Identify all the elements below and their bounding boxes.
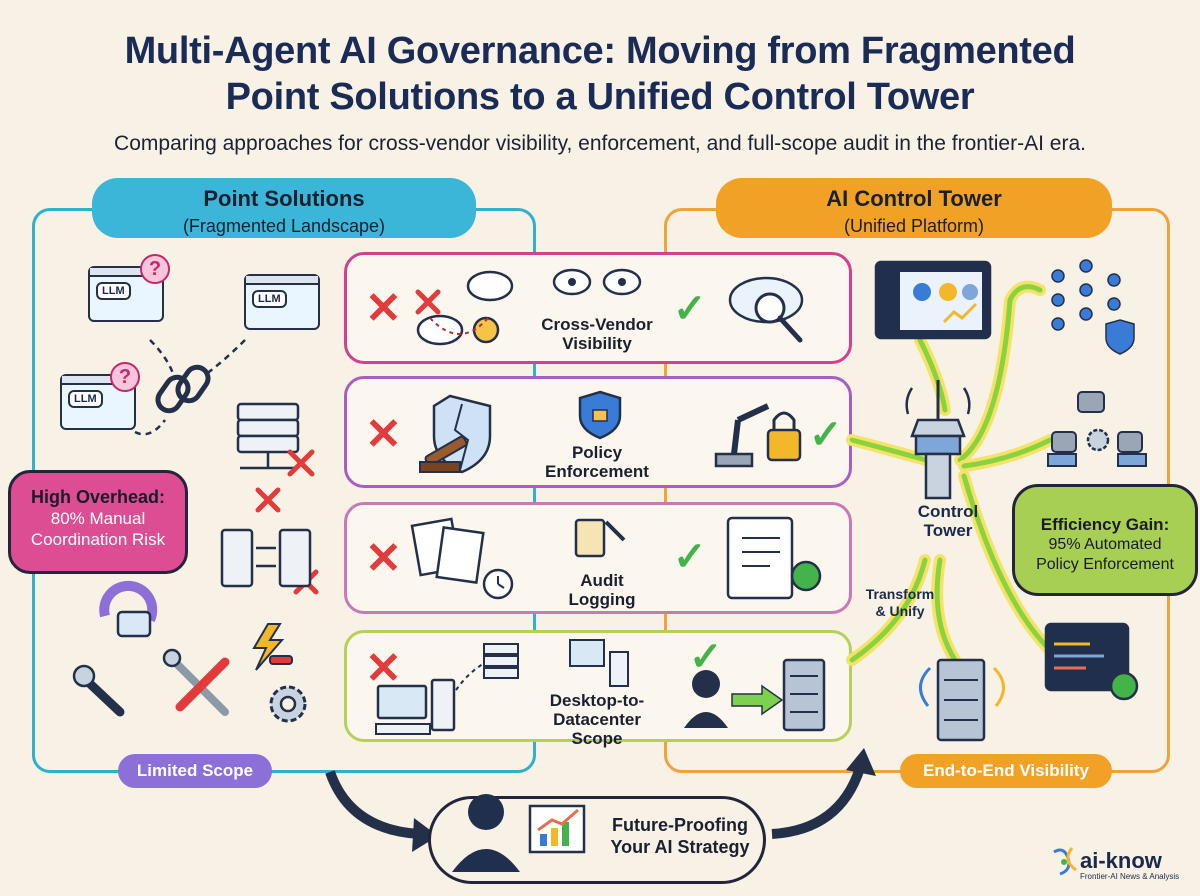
efficiency-gain-callout: Efficiency Gain: 95% Automated Policy En… (1012, 484, 1198, 596)
neural-network-icon (1051, 259, 1135, 355)
point-solutions-title: Point Solutions (203, 186, 365, 211)
control-tower-subtitle: (Unified Platform) (843, 216, 985, 236)
server-stack-icon (236, 402, 300, 470)
toolbox-icon (99, 580, 158, 638)
cloud-search-icon (728, 276, 804, 343)
question-bubble-icon: ? (140, 254, 170, 284)
robots-gear-icon (1047, 391, 1147, 467)
row-label: Policy Enforcement (545, 443, 649, 481)
shield-lock-icon (578, 390, 622, 440)
person-to-server-icon (684, 658, 826, 732)
row-label: Audit Logging (568, 571, 636, 609)
tools-icon (162, 648, 230, 716)
llm-window-icon: LLM (88, 266, 164, 322)
title-line-1: Multi-Agent AI Governance: Moving from F… (124, 30, 1076, 72)
point-solutions-subtitle: (Fragmented Landscape) (182, 216, 386, 236)
control-tower-icon (905, 380, 971, 500)
green-check-icon: ✓ (809, 413, 843, 457)
red-x-icon: ✕ (365, 284, 402, 333)
subtitle: Comparing approaches for cross-vendor vi… (114, 132, 1086, 155)
server-sync-icon (919, 658, 1005, 742)
limited-scope-badge: Limited Scope (118, 754, 272, 788)
callout-line: 80% Manual (50, 509, 146, 528)
eye-clouds-icon (552, 268, 642, 296)
control-tower-title: AI Control Tower (826, 186, 1002, 211)
desktop-computer-icon (375, 659, 491, 735)
scattered-documents-icon (410, 517, 514, 600)
mini-servers-icon (483, 639, 629, 687)
llm-window-icon: LLM (60, 374, 136, 430)
title-line-2: Point Solutions to a Unified Control Tow… (225, 76, 975, 118)
row-cross-vendor-visibility: ✕ Cross-Vendor Visibility ✓ (344, 252, 852, 364)
dashboard-icon (874, 260, 992, 340)
point-solutions-header: Point Solutions (Fragmented Landscape) (92, 178, 476, 238)
control-tower-header: AI Control Tower (Unified Platform) (716, 178, 1112, 238)
green-check-icon: ✓ (673, 535, 707, 579)
end-to-end-visibility-badge: End-to-End Visibility (900, 754, 1112, 788)
row-label: Desktop-to- Datacenter Scope (549, 691, 645, 748)
callout-title: Efficiency Gain: (1040, 515, 1170, 534)
red-x-icon: ✕ (365, 410, 402, 459)
lightning-icon (252, 623, 285, 671)
gear-icon (269, 685, 307, 723)
brand-name: ai-know (1080, 848, 1162, 873)
person-silhouette-icon (452, 794, 520, 872)
robot-arm-lock-icon (714, 403, 802, 468)
callout-line: 95% Automated (1048, 536, 1162, 553)
growth-chart-icon (528, 804, 586, 854)
callout-title: High Overhead: (30, 487, 166, 507)
wrench-icon (72, 664, 125, 717)
checklist-doc-icon (726, 516, 822, 600)
broken-shield-gavel-icon (419, 394, 492, 474)
callout-line: Coordination Risk (30, 530, 166, 549)
transform-unify-label: Transform & Unify (865, 586, 935, 619)
broken-chain-icon (155, 364, 211, 414)
red-x-icon: ✕ (365, 644, 402, 693)
high-overhead-callout: High Overhead: 80% Manual Coordination R… (8, 470, 188, 574)
future-proofing-label: Future-Proofing Your AI Strategy (610, 815, 750, 857)
question-bubble-icon: ? (110, 362, 140, 392)
red-x-icon: ✕ (365, 534, 402, 583)
scroll-pen-icon (574, 518, 626, 558)
code-window-icon (1044, 622, 1139, 701)
brand-tagline: Frontier-AI News & Analysis (1080, 872, 1180, 881)
callout-line: Policy Enforcement (1036, 556, 1174, 573)
row-label: Cross-Vendor Visibility (541, 315, 653, 353)
cloud-vendors-icon (415, 270, 514, 346)
control-tower-label: Control Tower (917, 502, 979, 540)
page-title: Multi-Agent AI Governance: Moving from F… (0, 28, 1200, 120)
server-towers-icon (220, 528, 312, 588)
llm-window-icon: LLM (244, 274, 320, 330)
green-check-icon: ✓ (673, 287, 707, 331)
